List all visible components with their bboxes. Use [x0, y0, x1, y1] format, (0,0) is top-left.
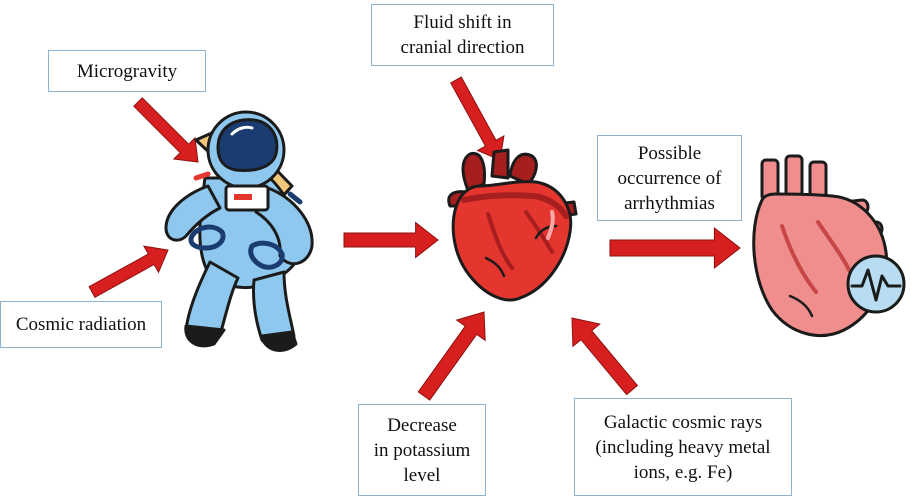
microgravity-box: Microgravity — [48, 50, 206, 92]
galactic-rays-label-line-3: ions, e.g. Fe) — [633, 461, 733, 483]
arrow-potassium-to-heart — [417, 311, 486, 401]
potassium-box: Decrease in potassium level — [358, 404, 486, 496]
potassium-label-line-1: Decrease — [387, 414, 457, 436]
arrhythmias-label-line-1: Possible — [637, 142, 702, 164]
galactic-rays-label-line-2: (including heavy metal — [595, 436, 771, 458]
cosmic-radiation-label-line-1: Cosmic radiation — [15, 314, 147, 335]
arrhythmias-label-line-3: arrhythmias — [624, 192, 715, 214]
potassium-label-line-2: in potassium — [373, 439, 471, 461]
arrow-galactic-rays-to-heart — [571, 317, 639, 396]
galactic-rays-box: Galactic cosmic rays (including heavy me… — [574, 398, 792, 496]
arrow-fluid-shift-to-heart — [450, 76, 505, 161]
arrow-cosmic-radiation-to-astronaut — [88, 245, 169, 298]
microgravity-label-line-1: Microgravity — [76, 60, 178, 82]
galactic-rays-label-line-1: Galactic cosmic rays — [603, 411, 763, 433]
fluid-shift-box: Fluid shift in cranial direction — [371, 4, 554, 66]
anatomical-heart-icon — [447, 148, 578, 302]
potassium-label-line-3: level — [403, 464, 441, 486]
fluid-shift-label-line-1: Fluid shift in — [413, 12, 512, 33]
arrow-heart-to-arrhythmic-heart — [609, 226, 741, 270]
astronaut-icon — [164, 110, 314, 352]
arrow-microgravity-to-astronaut — [133, 97, 199, 163]
cosmic-radiation-box: Cosmic radiation — [0, 301, 162, 348]
arrhythmias-label-line-2: occurrence of — [617, 167, 722, 189]
fluid-shift-label-line-2: cranial direction — [400, 37, 525, 58]
arrhythmias-box: Possible occurrence of arrhythmias — [597, 135, 742, 221]
arrhythmic-heart-icon — [752, 154, 906, 338]
arrow-astronaut-to-heart — [343, 221, 439, 259]
